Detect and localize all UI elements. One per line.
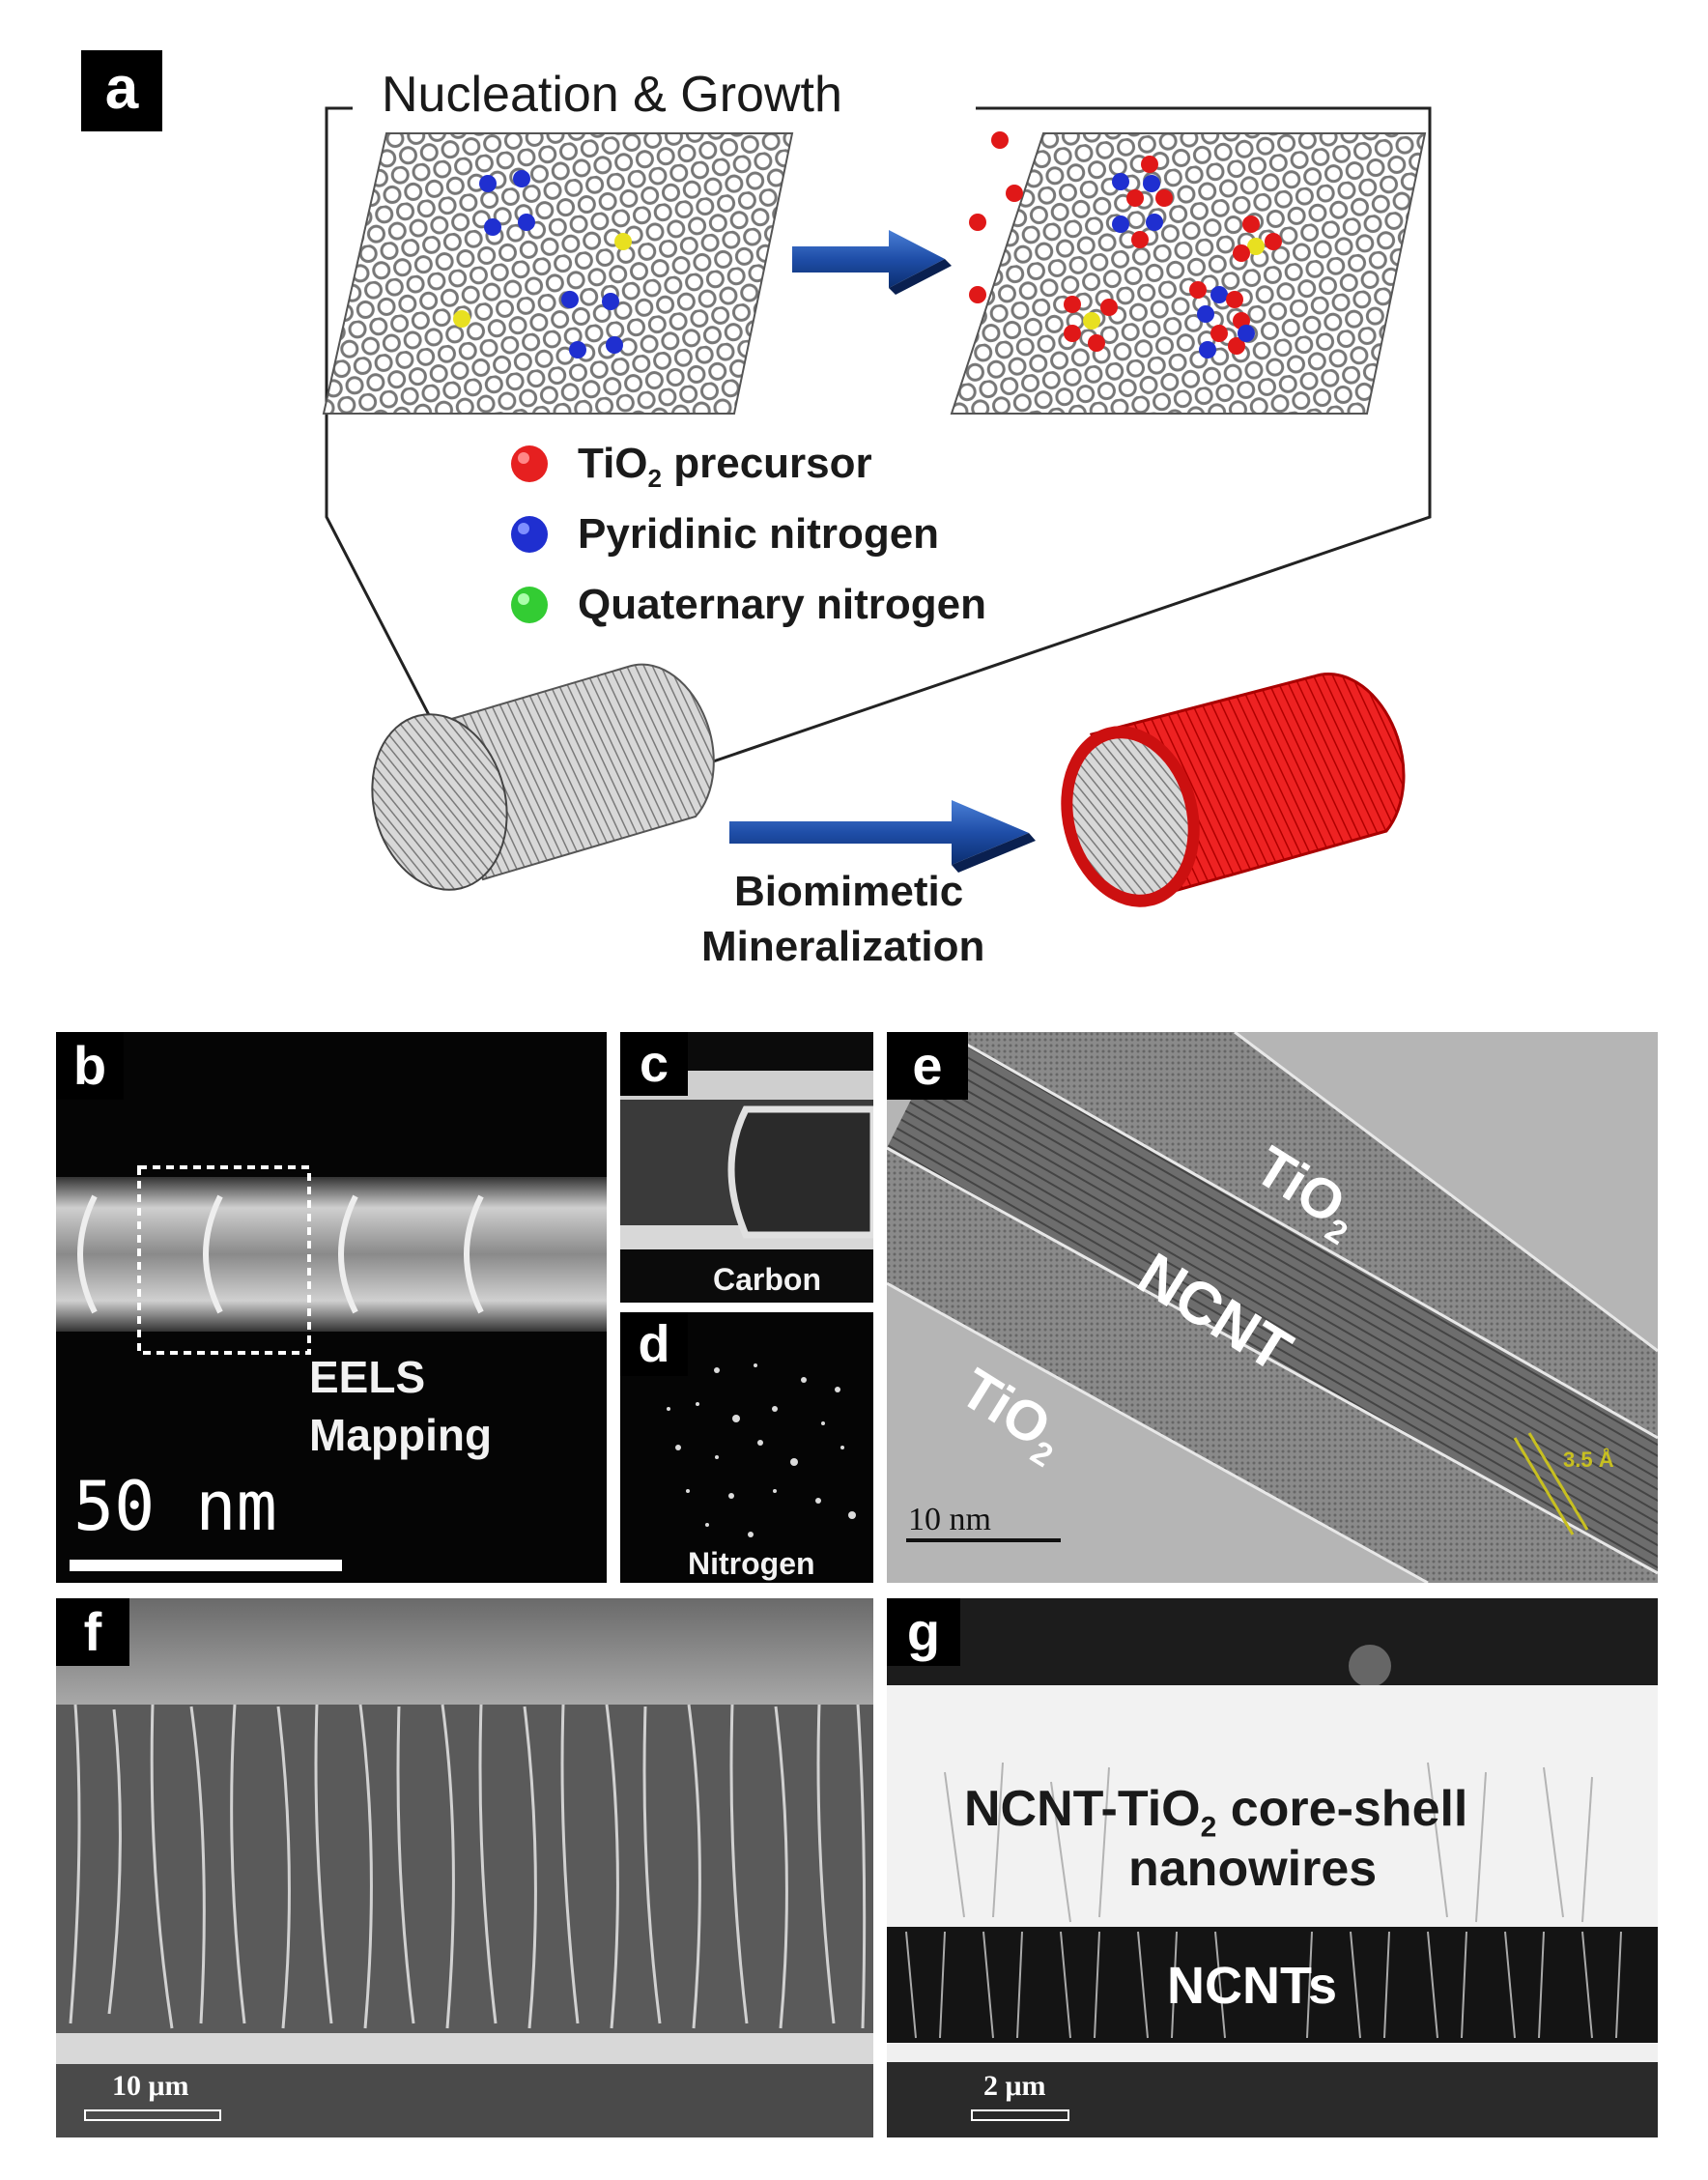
eels-carbon-map bbox=[620, 1071, 873, 1249]
panel-letter-c: c bbox=[620, 1032, 688, 1096]
panel-letter-b: b bbox=[56, 1032, 124, 1100]
caption-carbon: Carbon bbox=[713, 1262, 821, 1297]
scale-label-e: 10 nm bbox=[908, 1502, 991, 1537]
panel-a: a bbox=[0, 0, 1708, 995]
label-core-shell: NCNT-TiO2 core-shell bbox=[964, 1781, 1468, 1844]
legend-dot-pyridinic bbox=[511, 516, 548, 553]
scale-bar-e bbox=[906, 1538, 1061, 1542]
callout-frame bbox=[325, 106, 461, 774]
eels-nitrogen-map bbox=[667, 1363, 856, 1537]
label-nanowires: nanowires bbox=[1128, 1841, 1378, 1897]
sem-image-f bbox=[56, 1598, 873, 2137]
eels-label-line1: EELS bbox=[309, 1352, 426, 1402]
ncnt-tio2-tube-red bbox=[1061, 673, 1406, 907]
free-precursors bbox=[969, 131, 1023, 303]
dopant-atoms-left bbox=[453, 170, 632, 359]
process-label-line2: Mineralization bbox=[701, 923, 985, 970]
scale-label-f: 10 μm bbox=[112, 2070, 189, 2102]
lattice-spacing-label: 3.5 Å bbox=[1563, 1448, 1614, 1472]
panel-b: b EELS Mapping 50 nm bbox=[56, 1032, 607, 1583]
scale-label-g: 2 μm bbox=[983, 2070, 1046, 2102]
nucleation-diagram bbox=[322, 106, 1432, 907]
legend-label-quaternary: Quaternary nitrogen bbox=[578, 581, 986, 628]
label-ncnts: NCNTs bbox=[1167, 1957, 1338, 2015]
scale-bar-g bbox=[971, 2109, 1069, 2121]
legend-dot-quaternary bbox=[511, 587, 548, 623]
legend-dot-tio2 bbox=[511, 445, 548, 482]
scale-bar-f bbox=[84, 2109, 221, 2121]
lattice-marker bbox=[1513, 1437, 1575, 1535]
sem-image-g bbox=[887, 1598, 1658, 2137]
panel-letter-a: a bbox=[81, 50, 162, 131]
dopant-atoms-right bbox=[1064, 156, 1282, 359]
process-label-line1: Biomimetic bbox=[734, 868, 964, 915]
eels-label-line2: Mapping bbox=[309, 1410, 493, 1460]
panel-a-title: Nucleation & Growth bbox=[372, 66, 852, 124]
legend-label-pyridinic: Pyridinic nitrogen bbox=[578, 510, 940, 558]
hrtem-image-e bbox=[887, 1032, 1658, 1583]
nucleation-arrow bbox=[792, 230, 952, 295]
mineralization-arrow bbox=[729, 800, 1036, 873]
ncnt-tube-gray bbox=[371, 663, 715, 891]
panel-e: e TiO2 NCNT TiO2 3.5 Å 10 nm bbox=[887, 1032, 1658, 1583]
panel-f: f 10 μm bbox=[56, 1598, 873, 2137]
panel-letter-g: g bbox=[887, 1598, 960, 1666]
panel-letter-f: f bbox=[56, 1598, 129, 1666]
panel-c: c Carbon bbox=[620, 1032, 873, 1303]
graphene-sheet-right bbox=[950, 132, 1427, 415]
scale-label-b: 50 nm bbox=[73, 1467, 277, 1546]
panel-letter-d: d bbox=[620, 1312, 688, 1376]
legend-label-tio2: TiO2 precursor bbox=[578, 440, 872, 493]
scale-bar-b bbox=[70, 1560, 342, 1571]
panel-d: d Nitrogen bbox=[620, 1312, 873, 1583]
eels-region-box bbox=[137, 1165, 311, 1355]
panel-letter-e: e bbox=[887, 1032, 968, 1100]
panel-g: g NCNT-TiO2 core-shell nanowires NCNTs 2… bbox=[887, 1598, 1658, 2137]
graphene-sheet-left bbox=[322, 132, 794, 415]
stem-image-b bbox=[56, 1165, 607, 1571]
caption-nitrogen: Nitrogen bbox=[688, 1546, 815, 1581]
